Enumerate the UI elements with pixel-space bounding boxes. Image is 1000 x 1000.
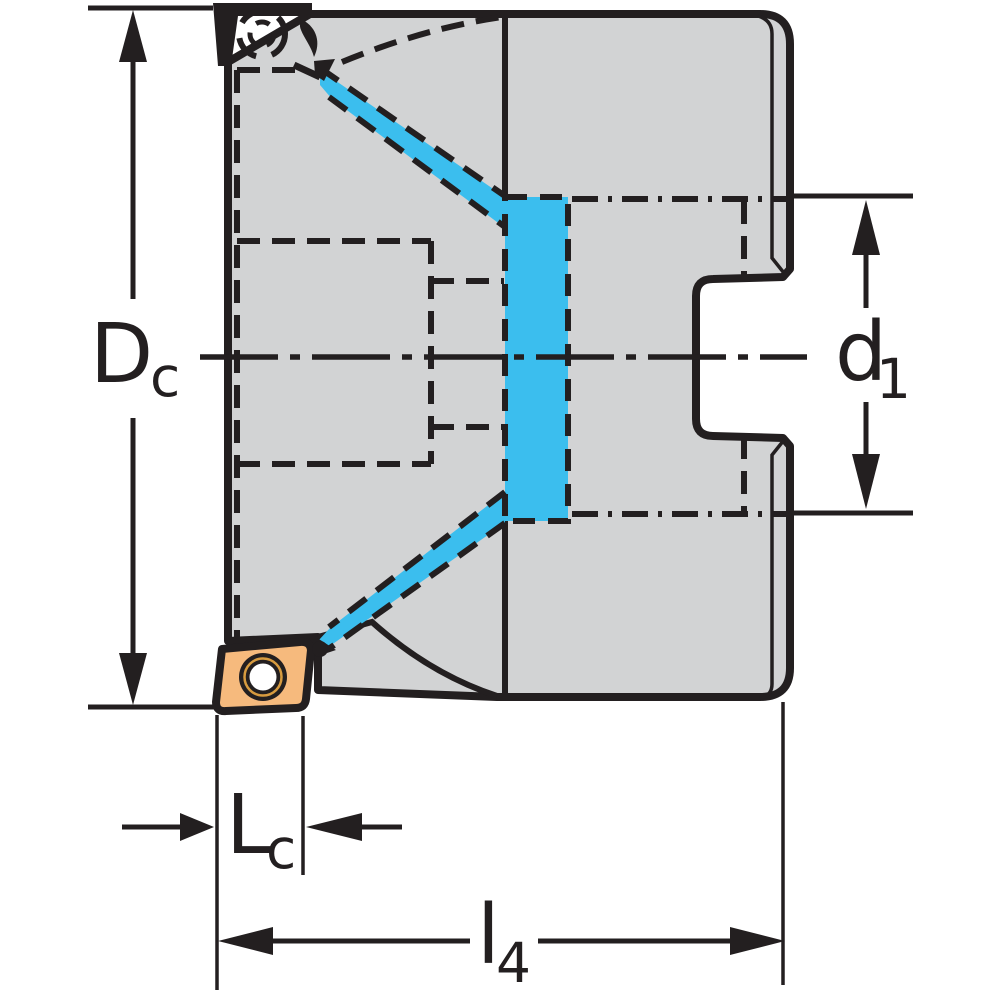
l4-label: l <box>477 888 500 983</box>
d1-label-sub: 1 <box>876 347 911 411</box>
dimension-d1: d 1 <box>790 193 913 516</box>
Dc-label-sub: c <box>150 345 180 409</box>
dimension-Dc: D c <box>88 5 216 710</box>
channel-lower-border <box>327 489 507 651</box>
Dc-label: D <box>90 307 153 402</box>
channel-lower-diagonal <box>318 492 505 648</box>
insert-hole-gold-ring <box>243 657 283 697</box>
Lc-arrow-left-icon <box>180 813 214 841</box>
pocket-corner-lug <box>312 641 328 657</box>
Dc-arrow-down-icon <box>119 653 147 705</box>
Lc-label-sub: c <box>266 817 296 881</box>
channel-upper-border <box>318 65 507 230</box>
l4-arrow-left-icon <box>218 927 273 955</box>
upper-channel-tip <box>314 59 335 81</box>
top-insert <box>213 3 318 66</box>
insert-screw-recess-icon <box>247 19 277 49</box>
hidden-lines <box>234 67 788 637</box>
d1-arrow-up-icon <box>852 200 880 255</box>
Lc-label: L <box>226 778 272 873</box>
collar-edge-line-top <box>757 14 786 275</box>
flute-curve-top-hidden <box>340 14 503 65</box>
dimension-Lc: L c <box>122 715 402 990</box>
top-insert-silhouette <box>213 3 312 66</box>
l4-arrow-right-icon <box>730 927 785 955</box>
channel-upper-diagonal <box>320 70 505 228</box>
bottom-insert <box>212 637 328 716</box>
collar-edge-line-bottom <box>759 438 786 700</box>
insert-screw-head-icon <box>236 8 288 60</box>
dimension-l4: l 4 <box>218 702 785 995</box>
chip-gash-mark <box>299 20 318 57</box>
insert-hole-bore <box>249 663 277 691</box>
l4-label-sub: 4 <box>496 931 531 995</box>
d1-label: d <box>835 305 887 400</box>
Lc-arrow-right-icon <box>306 813 362 841</box>
Dc-arrow-up-icon <box>119 10 147 62</box>
d1-arrow-down-icon <box>852 454 880 509</box>
flute-curve-bottom <box>317 618 498 699</box>
